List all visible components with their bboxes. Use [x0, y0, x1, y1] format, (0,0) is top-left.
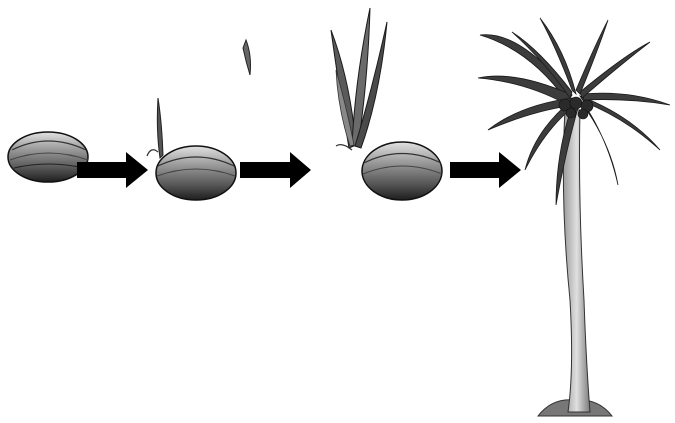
germinating-coconut-icon — [147, 98, 236, 200]
coconut-seed-icon — [8, 132, 88, 182]
coconut-palm-tree-icon — [478, 18, 670, 416]
coconut-seedling-icon — [331, 8, 442, 200]
leaf-fragment-icon — [243, 40, 251, 75]
arrow-3 — [450, 152, 521, 188]
arrow-2 — [240, 152, 311, 188]
